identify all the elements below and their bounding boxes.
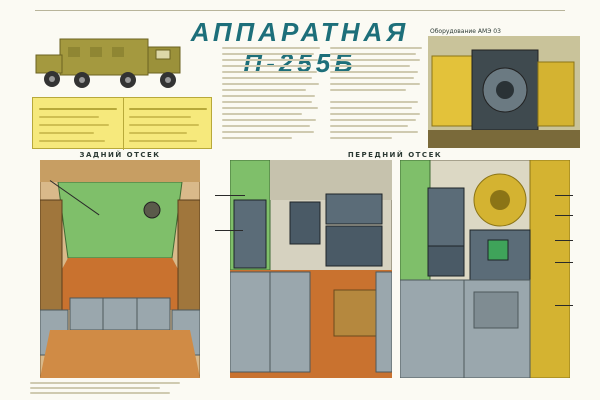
text-column-right: [330, 45, 422, 150]
rear-compartment-illustration: [39, 159, 201, 379]
footer-notes: [30, 380, 190, 396]
front-compartment-right-illustration: [399, 159, 571, 379]
callout-line: [555, 305, 573, 306]
callout-line: [215, 195, 245, 196]
vehicle-illustration: [30, 25, 190, 95]
text-column-center: [222, 45, 320, 150]
callout-line: [555, 215, 573, 216]
installed-equipment-photo: [428, 36, 580, 148]
callout-line: [215, 230, 243, 231]
callout-line: [555, 240, 573, 241]
installed-equipment-label: Оборудование АМЭ 03: [430, 28, 501, 35]
callout-line: [555, 195, 573, 196]
callout-line: [555, 262, 573, 263]
characteristics-table: [32, 97, 212, 150]
header-rule: [35, 10, 565, 11]
front-compartment-left-illustration: [229, 159, 393, 379]
table-divider: [123, 98, 124, 150]
rear-compartment-label: ЗАДНИЙ ОТСЕК: [79, 151, 161, 159]
front-compartment-label: ПЕРЕДНИЙ ОТСЕК: [347, 151, 443, 159]
